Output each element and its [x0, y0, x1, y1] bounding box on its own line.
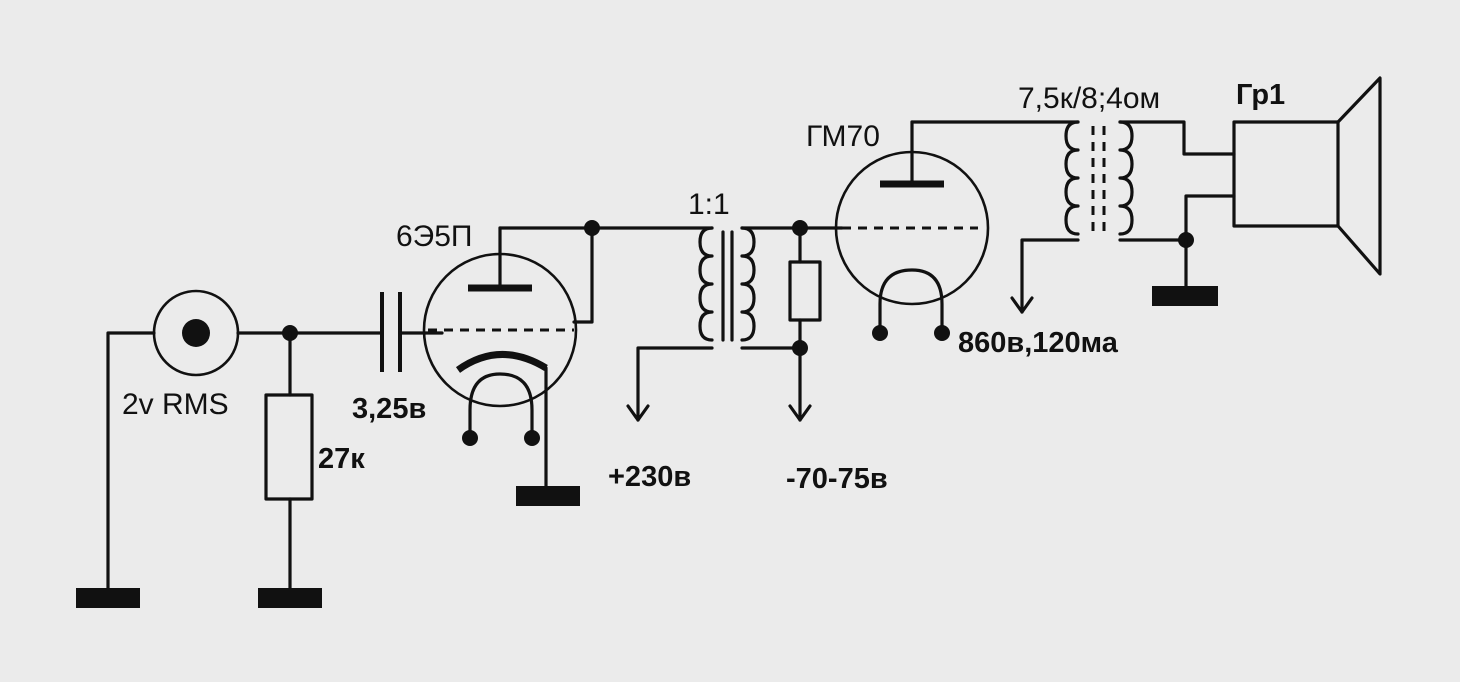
secondary-wiring: [740, 220, 844, 422]
anode-supply-label: +230в: [608, 461, 691, 493]
input-level-label: 2v RMS: [122, 388, 229, 421]
driver-anode-wiring: [498, 220, 714, 324]
grid-bias-label: -70-75в: [786, 463, 888, 495]
driver-tube-label: 6Э5П: [396, 220, 473, 253]
speaker-label: Гр1: [1236, 79, 1285, 111]
output-tube-label: ГМ70: [806, 120, 880, 153]
interstage-ratio-label: 1:1: [688, 188, 730, 221]
coupling-capacitor: [380, 292, 444, 372]
ground-output: [1152, 286, 1218, 306]
input-wiring: [106, 325, 384, 600]
speaker: [1232, 76, 1382, 276]
ground-input: [76, 588, 140, 608]
input-jack: [152, 289, 240, 377]
ground-cathode: [516, 486, 580, 506]
output-supply-label: 860в,120ма: [958, 327, 1119, 359]
output-transformer-label: 7,5к/8;4ом: [1018, 82, 1160, 115]
bias-voltage-label: 3,25в: [352, 393, 426, 425]
output-tube: [834, 120, 990, 341]
grid-resistor-label: 27к: [318, 443, 365, 475]
output-transformer: [1064, 120, 1134, 238]
grid-resistor: [264, 331, 314, 600]
driver-tube: [422, 226, 578, 490]
output-supply-arrow: [1010, 238, 1080, 314]
anode-supply-arrow: [626, 346, 714, 422]
interstage-transformer: [698, 226, 756, 342]
ground-resistor: [258, 588, 322, 608]
speaker-wiring: [1118, 120, 1236, 292]
